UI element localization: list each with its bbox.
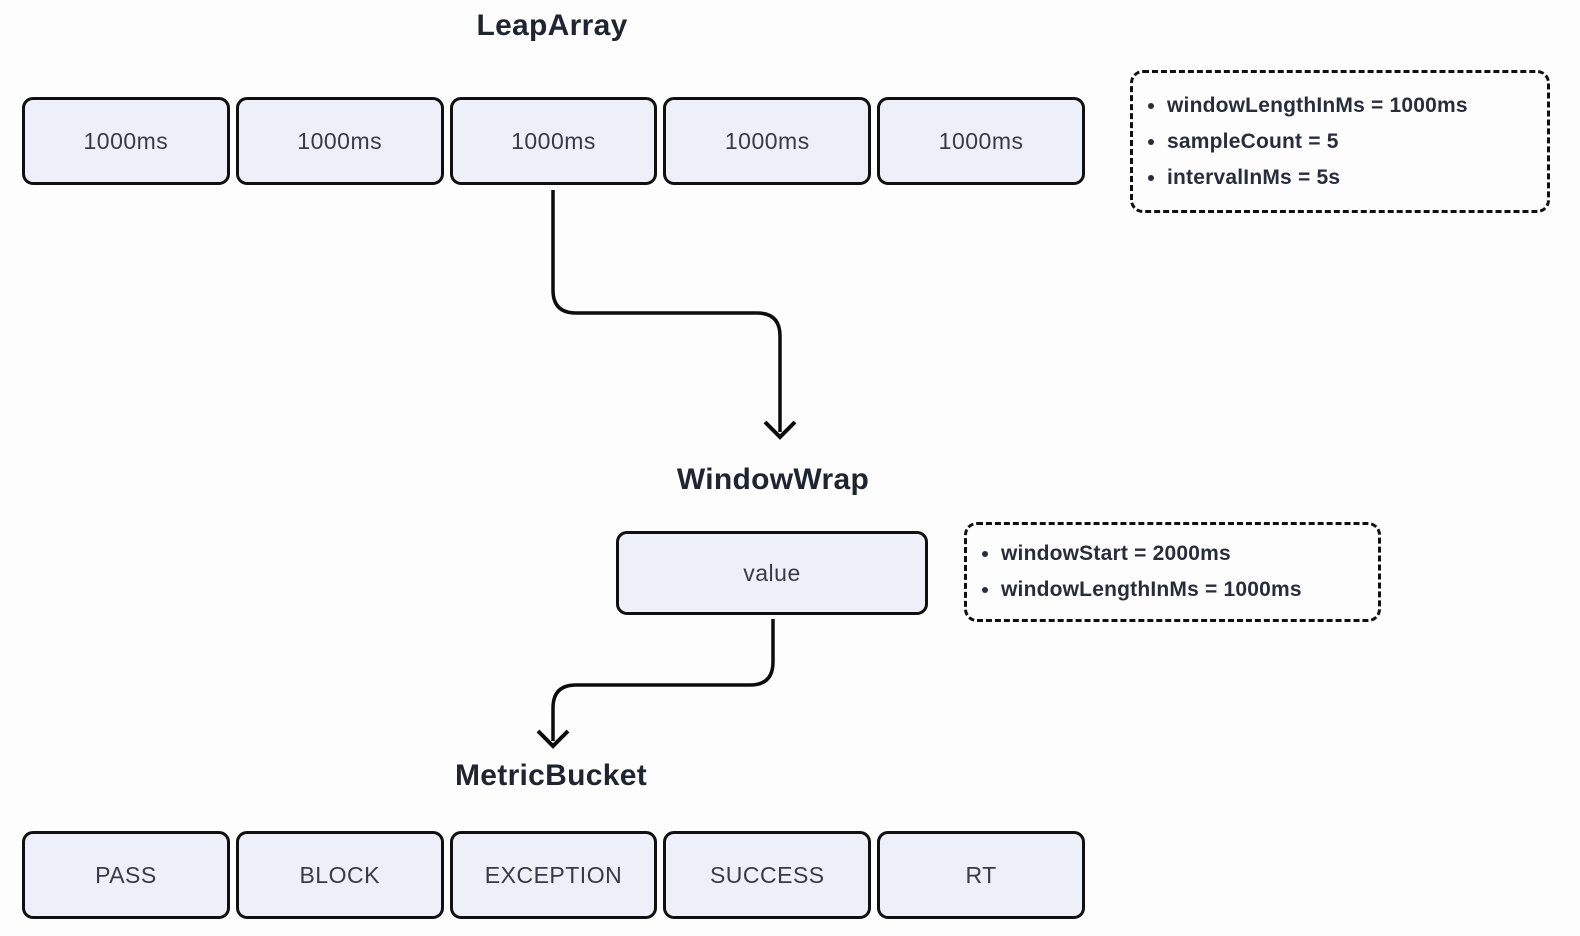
note-item: windowLengthInMs = 1000ms	[1001, 572, 1302, 608]
leaparray-cell-1: 1000ms	[22, 97, 230, 185]
leaparray-title: LeapArray	[476, 9, 628, 42]
note-item: sampleCount = 5	[1167, 124, 1468, 160]
metricbucket-title: MetricBucket	[455, 759, 647, 792]
leaparray-note-list: windowLengthInMs = 1000ms sampleCount = …	[1133, 88, 1478, 196]
leaparray-cell-5: 1000ms	[877, 97, 1085, 185]
metricbucket-cell-block: BLOCK	[235, 831, 444, 919]
leaparray-cell-4: 1000ms	[663, 97, 872, 185]
arrow-down-icon	[763, 420, 797, 440]
arrow-down-icon	[536, 729, 570, 749]
metricbucket-row: PASS BLOCK EXCEPTION SUCCESS RT	[22, 831, 1085, 919]
windowwrap-title: WindowWrap	[676, 463, 870, 496]
windowwrap-value-cell: value	[616, 531, 928, 615]
note-item: windowStart = 2000ms	[1001, 536, 1302, 572]
windowwrap-note: windowStart = 2000ms windowLengthInMs = …	[964, 522, 1381, 622]
arrow-line	[551, 190, 782, 432]
note-item: windowLengthInMs = 1000ms	[1167, 88, 1468, 124]
windowwrap-note-list: windowStart = 2000ms windowLengthInMs = …	[967, 536, 1312, 608]
leaparray-cell-2: 1000ms	[235, 97, 444, 185]
leaparray-note: windowLengthInMs = 1000ms sampleCount = …	[1130, 70, 1550, 213]
arrow-leaparray-to-windowwrap	[551, 190, 797, 440]
metricbucket-cell-rt: RT	[877, 831, 1085, 919]
note-item: intervalInMs = 5s	[1167, 160, 1468, 196]
metricbucket-cell-pass: PASS	[22, 831, 230, 919]
arrow-windowwrap-to-metricbucket	[536, 619, 775, 749]
leaparray-cell-3: 1000ms	[449, 97, 658, 185]
metricbucket-cell-exception: EXCEPTION	[449, 831, 658, 919]
metricbucket-cell-success: SUCCESS	[663, 831, 872, 919]
arrow-line	[551, 619, 775, 741]
leaparray-row: 1000ms 1000ms 1000ms 1000ms 1000ms	[22, 97, 1085, 185]
